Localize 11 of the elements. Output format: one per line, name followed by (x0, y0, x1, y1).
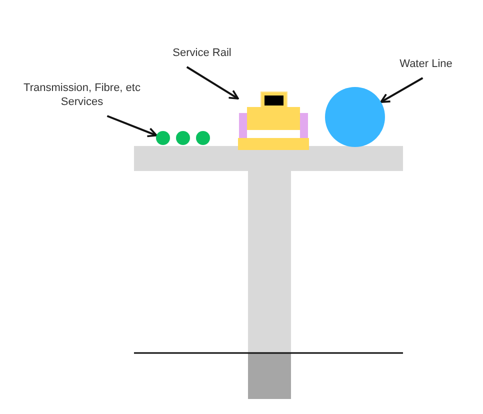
service-rail-drawing (238, 91, 309, 150)
callout-label: Service Rail (160, 46, 244, 60)
service-conduit (176, 131, 190, 145)
leader-line (380, 77, 424, 103)
callout-label: Water Line (393, 57, 459, 71)
service-conduit (156, 131, 170, 145)
callout-label: Transmission, Fibre, etc Services (12, 81, 152, 109)
leader-line (186, 66, 239, 100)
service-conduit (196, 131, 210, 145)
water-pipe (325, 87, 385, 147)
leader-line (106, 115, 158, 138)
